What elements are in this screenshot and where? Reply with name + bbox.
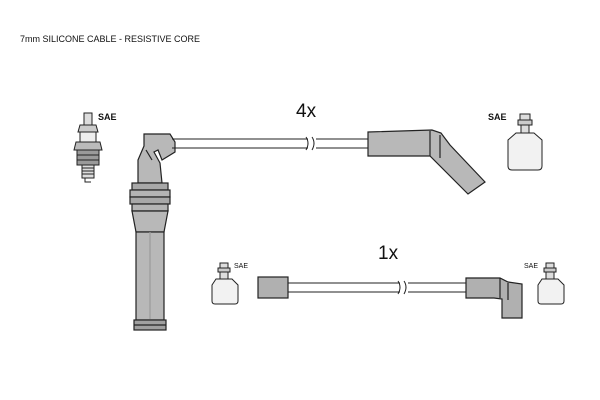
diagram-title: 7mm SILICONE CABLE - RESISTIVE CORE (20, 34, 200, 44)
sae-label-short-right: SAE (524, 263, 538, 270)
terminal-icon-short-left (211, 262, 239, 305)
long-coil-boot (367, 129, 486, 195)
quantity-label-long-set: 4x (296, 101, 317, 122)
quantity-label-short-set: 1x (378, 243, 399, 264)
sae-label-top-right: SAE (488, 112, 507, 122)
short-cable (288, 280, 466, 295)
short-straight-boot (257, 276, 289, 299)
short-angled-boot (465, 277, 523, 319)
sae-label-left-plug: SAE (98, 112, 117, 122)
spark-plug-icon (73, 112, 103, 183)
long-plug-boot (129, 133, 176, 331)
terminal-icon-top-right (507, 113, 543, 171)
sae-label-short-left: SAE (234, 263, 248, 270)
terminal-icon-short-right (537, 262, 565, 305)
long-cable (172, 136, 368, 151)
